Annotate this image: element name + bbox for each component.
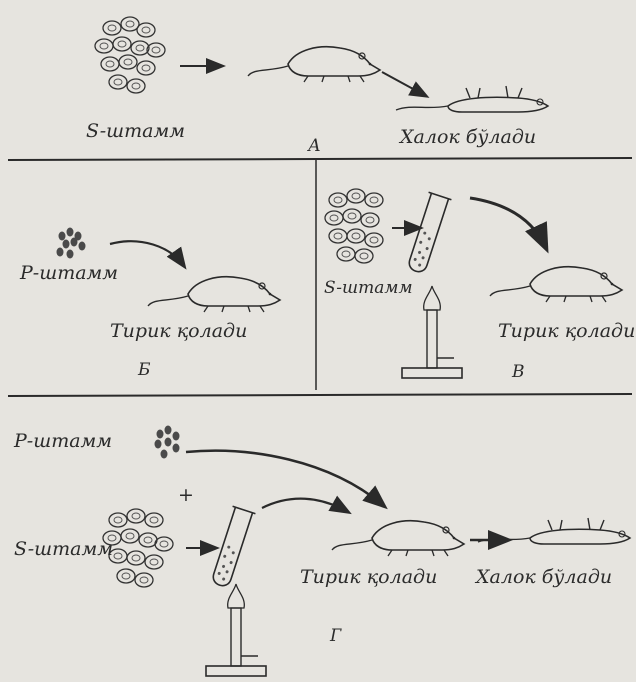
arrow-g2: [262, 499, 348, 512]
s-strain-cluster-a: [95, 17, 165, 93]
burner-v: [402, 286, 462, 378]
divider-middle: [8, 394, 632, 396]
mouse-live-g: [332, 521, 464, 556]
mouse-dead-a: [396, 86, 548, 112]
panel-g-plus-sign: +: [178, 484, 194, 506]
panel-v-result-label: Тирик қолади: [498, 320, 635, 342]
panel-g-letter: Г: [330, 626, 341, 646]
arrow-v2: [470, 198, 546, 248]
panel-b-result-label: Тирик қолади: [110, 320, 247, 342]
mouse-live-v: [490, 267, 622, 302]
panel-v-letter: В: [512, 362, 525, 382]
divider-top: [8, 158, 632, 160]
panel-a-result-label: Халок бўлади: [400, 126, 536, 148]
s-strain-cluster-g: [103, 509, 173, 587]
mouse-live-a: [248, 47, 380, 82]
panel-a-strain-label: S-штамм: [86, 120, 185, 142]
arrow-b: [110, 241, 184, 266]
r-strain-cluster-g: [155, 426, 180, 459]
arrow-a2: [382, 72, 426, 96]
panel-a-letter: А: [308, 136, 321, 156]
arrow-g-top: [186, 451, 384, 506]
panel-g-r-strain-label: Р-штамм: [14, 430, 112, 452]
mouse-live-b: [148, 277, 280, 312]
panel-g-alive-label: Тирик қолади: [300, 566, 437, 588]
s-strain-cluster-v: [325, 189, 383, 263]
panel-b-letter: Б: [138, 360, 151, 380]
panel-v-strain-label: S-штамм: [324, 278, 413, 298]
panel-g-dead-label: Халок бўлади: [476, 566, 612, 588]
burner-g: [206, 584, 266, 676]
test-tube-v: [404, 192, 451, 275]
panel-b-strain-label: Р-штамм: [20, 262, 118, 284]
panel-g-s-strain-label: S-штамм: [14, 538, 113, 560]
r-strain-cluster-b: [57, 228, 86, 259]
